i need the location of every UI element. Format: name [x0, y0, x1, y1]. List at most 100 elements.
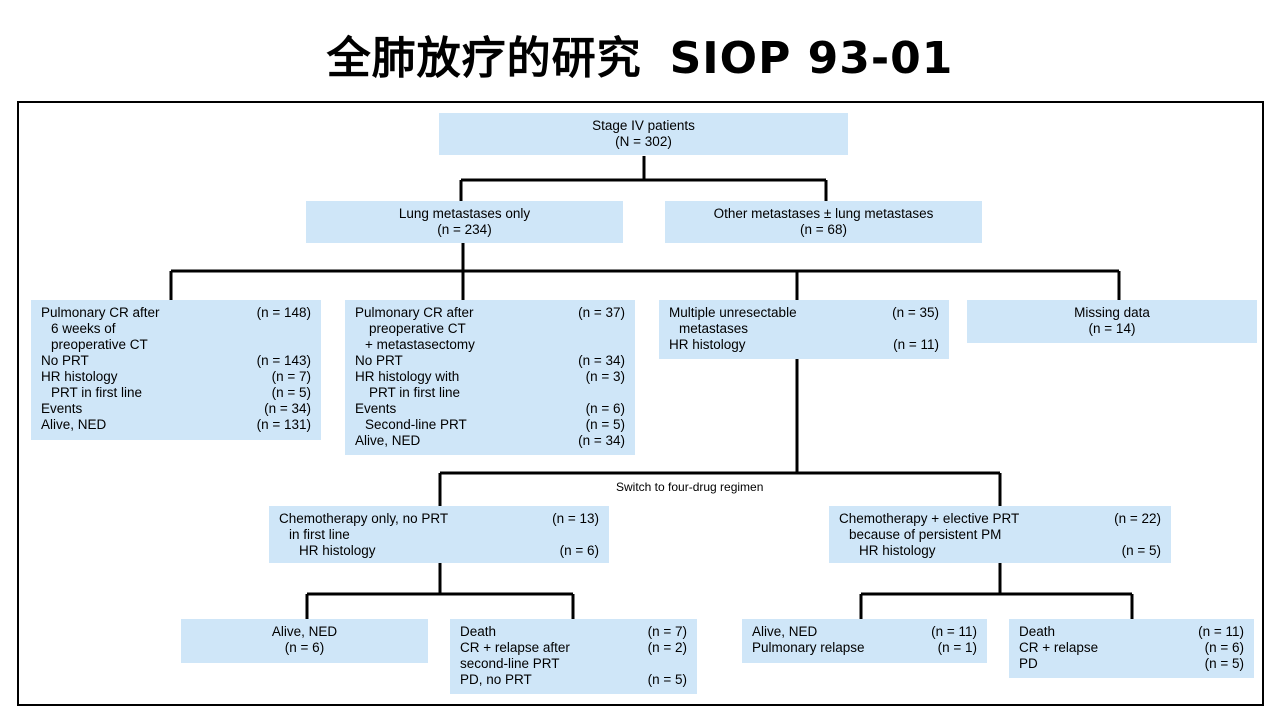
- row-label: Alive, NED: [41, 417, 107, 432]
- row-label: Alive, NED: [752, 624, 818, 639]
- row: Events (n = 6): [345, 401, 635, 417]
- row: CR + relapse (n = 6): [1009, 640, 1254, 656]
- row: Chemotherapy only, no PRT (n = 13): [269, 511, 609, 527]
- row: No PRT (n = 34): [345, 353, 635, 369]
- row-count: (n = 22): [1114, 511, 1161, 526]
- slide-title-en: SIOP 93-01: [669, 33, 954, 84]
- row-label: Death: [1019, 624, 1056, 639]
- row: PRT in first line: [345, 385, 635, 401]
- row-count: (n = 11): [931, 624, 977, 639]
- node-missing-data: Missing data (n = 14): [967, 300, 1257, 343]
- row-label: + metastasectomy: [365, 337, 475, 352]
- node-label: Missing data: [1074, 305, 1150, 320]
- row: Death (n = 7): [450, 624, 697, 640]
- row-count: (n = 148): [256, 305, 311, 320]
- row-count: (n = 6): [559, 543, 599, 558]
- node-count: (N = 302): [615, 134, 672, 149]
- row-label: PRT in first line: [51, 385, 143, 400]
- row-label: No PRT: [355, 353, 403, 368]
- row: preoperative CT: [31, 337, 321, 353]
- row: Pulmonary relapse(n = 1): [742, 640, 987, 656]
- node-death-elective-prt: Death (n = 11) CR + relapse (n = 6) PD (n =…: [1009, 619, 1254, 678]
- row: PD, no PRT(n = 5): [450, 672, 697, 688]
- row-count: (n = 5): [647, 672, 687, 687]
- node-label: Stage IV patients: [592, 118, 695, 133]
- row-count: (n = 5): [271, 385, 311, 400]
- row: Multiple unresectable(n = 35): [659, 305, 949, 321]
- row-label: CR + relapse after: [460, 640, 570, 655]
- row-label: Pulmonary relapse: [752, 640, 865, 655]
- node-count: (n = 68): [800, 222, 847, 237]
- row: HR histology with(n = 3): [345, 369, 635, 385]
- row: metastases: [659, 321, 949, 337]
- row: PD (n = 5): [1009, 656, 1254, 672]
- row-label: HR histology: [299, 543, 376, 558]
- row-count: (n = 34): [264, 401, 311, 416]
- row: HR histology (n = 5): [829, 543, 1171, 559]
- node-label: Other metastases ± lung metastases: [713, 206, 934, 221]
- row: Alive, NED (n = 11): [742, 624, 987, 640]
- row-label: Events: [41, 401, 83, 416]
- row-label: because of persistent PM: [849, 527, 1002, 542]
- row-label: PD: [1019, 656, 1038, 671]
- node-unresectable: Multiple unresectable(n = 35) metastases…: [659, 300, 949, 359]
- row: Chemotherapy + elective PRT(n = 22): [829, 511, 1171, 527]
- row-count: (n = 6): [1204, 640, 1244, 655]
- node-label: Alive, NED: [271, 624, 338, 639]
- row-count: (n = 131): [256, 417, 311, 432]
- row-label: HR histology: [859, 543, 936, 558]
- row-label: preoperative CT: [369, 321, 466, 336]
- node-cr-metastasectomy: Pulmonary CR after(n = 37) preoperative …: [345, 300, 635, 455]
- row: Pulmonary CR after(n = 37): [345, 305, 635, 321]
- row-count: (n = 5): [585, 417, 625, 432]
- row: PRT in first line (n = 5): [31, 385, 321, 401]
- row-count: (n = 2): [647, 640, 687, 655]
- node-lung-only: Lung metastases only (n = 234): [306, 201, 623, 243]
- node-chemo-only: Chemotherapy only, no PRT (n = 13) in fir…: [269, 506, 609, 563]
- row: HR histology (n = 6): [269, 543, 609, 559]
- node-other-metastases: Other metastases ± lung metastases (n = …: [665, 201, 982, 243]
- row-count: (n = 13): [552, 511, 599, 526]
- row-count: (n = 7): [271, 369, 311, 384]
- row: in first line: [269, 527, 609, 543]
- row: Death (n = 11): [1009, 624, 1254, 640]
- row-label: second-line PRT: [460, 656, 560, 671]
- switch-regimen-label: Switch to four-drug regimen: [616, 480, 764, 494]
- row: Pulmonary CR after (n = 148): [31, 305, 321, 321]
- node-death-chemo-only: Death (n = 7) CR + relapse after (n = 2) s…: [450, 619, 697, 694]
- row-label: metastases: [679, 321, 749, 336]
- node-count: (n = 234): [437, 222, 492, 237]
- row-count: (n = 11): [893, 337, 939, 352]
- row: HR histology (n = 11): [659, 337, 949, 353]
- row-label: Death: [460, 624, 497, 639]
- row-label: HR histology with: [355, 369, 460, 384]
- row: HR histology (n = 7): [31, 369, 321, 385]
- row-label: HR histology: [41, 369, 118, 384]
- row-count: (n = 6): [585, 401, 625, 416]
- row-label: HR histology: [669, 337, 746, 352]
- row-label: PRT in first line: [369, 385, 461, 400]
- row-label: Alive, NED: [355, 433, 421, 448]
- row-label: Events: [355, 401, 397, 416]
- row-count: (n = 5): [1121, 543, 1161, 558]
- row: preoperative CT: [345, 321, 635, 337]
- node-count: (n = 14): [1088, 321, 1136, 336]
- row: CR + relapse after (n = 2): [450, 640, 697, 656]
- row-count: (n = 34): [578, 353, 625, 368]
- row-count: (n = 35): [892, 305, 939, 320]
- row-label: Pulmonary CR after: [41, 305, 160, 320]
- node-chemo-elective-prt: Chemotherapy + elective PRT(n = 22) beca…: [829, 506, 1171, 563]
- row-label: preoperative CT: [51, 337, 148, 352]
- row-label: Chemotherapy only, no PRT: [279, 511, 449, 526]
- row: Alive, NED (n = 131): [31, 417, 321, 433]
- row-count: (n = 5): [1204, 656, 1244, 671]
- node-count: (n = 6): [284, 640, 325, 655]
- row-count: (n = 34): [578, 433, 625, 448]
- row-count: (n = 11): [1198, 624, 1244, 639]
- row: Second-line PRT(n = 5): [345, 417, 635, 433]
- row-count: (n = 7): [647, 624, 687, 639]
- row-label: CR + relapse: [1019, 640, 1099, 655]
- node-alive-ned-chemo-only: Alive, NED (n = 6): [181, 619, 428, 663]
- row-count: (n = 143): [256, 353, 311, 368]
